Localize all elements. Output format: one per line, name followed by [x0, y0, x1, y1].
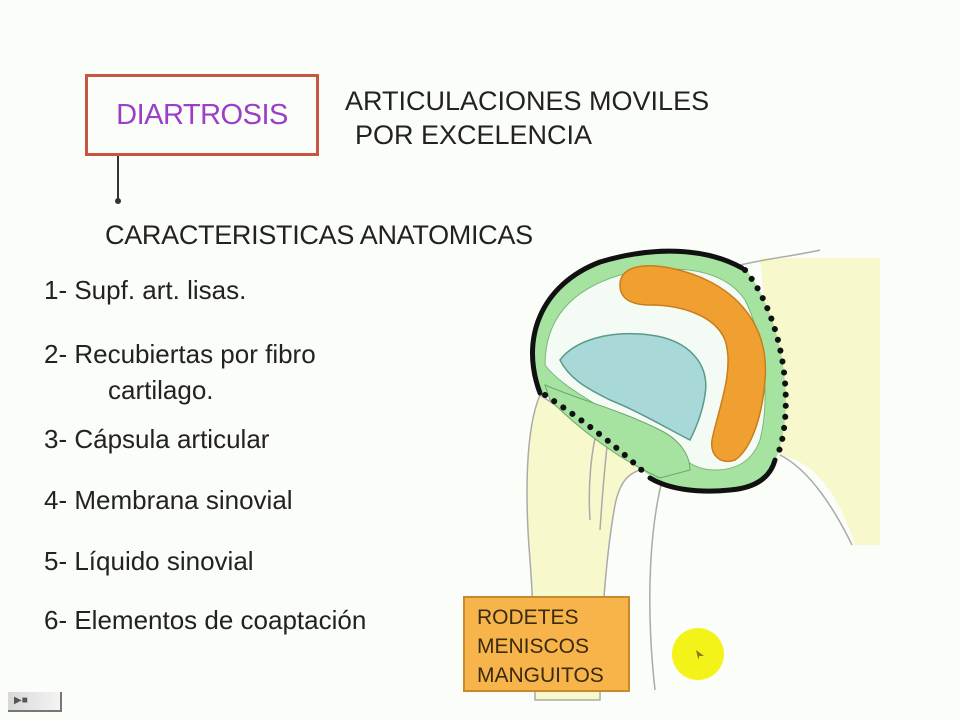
title-box: DIARTROSIS — [85, 74, 319, 156]
slide-title: DIARTROSIS — [116, 98, 288, 131]
list-item-label: 1- Supf. art. lisas. — [44, 275, 247, 305]
connector-arrowhead — [115, 198, 121, 204]
connector-line — [117, 156, 119, 200]
video-player-icon[interactable]: ▶■ — [8, 692, 62, 712]
list-item-label: 2- Recubiertas por fibro — [44, 339, 316, 369]
list-item: 2- Recubiertas por fibro cartilago. — [44, 336, 316, 408]
list-item: 6- Elementos de coaptación — [44, 605, 366, 636]
coaptation-line: RODETES — [477, 606, 579, 629]
subtitle-line-2: POR EXCELENCIA — [355, 120, 593, 150]
slide-subtitle: ARTICULACIONES MOVILES POR EXCELENCIA — [345, 84, 709, 152]
list-item-label: 5- Líquido sinovial — [44, 546, 254, 576]
list-item-label: 6- Elementos de coaptación — [44, 605, 367, 635]
list-item: 3- Cápsula articular — [44, 424, 269, 455]
section-heading: CARACTERISTICAS ANATOMICAS — [105, 220, 533, 250]
coaptation-elements-box: RODETES MENISCOS MANGUITOS — [463, 596, 630, 692]
list-item-continuation: cartilago. — [108, 375, 214, 405]
upper-bone — [760, 258, 880, 545]
coaptation-line: MANGUITOS — [477, 664, 604, 687]
player-control-icon: ▶■ — [14, 695, 28, 706]
synovial-cavity — [559, 332, 707, 442]
list-item-label: 4- Membrana sinovial — [44, 485, 293, 515]
list-item: 1- Supf. art. lisas. — [44, 275, 246, 306]
cursor-arrow-icon — [696, 650, 704, 660]
mouse-cursor-highlight — [672, 628, 724, 680]
subtitle-line-1: ARTICULACIONES MOVILES — [345, 86, 710, 116]
list-item: 5- Líquido sinovial — [44, 546, 254, 577]
list-item-label: 3- Cápsula articular — [44, 424, 270, 454]
list-item: 4- Membrana sinovial — [44, 485, 293, 516]
coaptation-line: MENISCOS — [477, 635, 590, 658]
meniscus — [619, 265, 767, 462]
